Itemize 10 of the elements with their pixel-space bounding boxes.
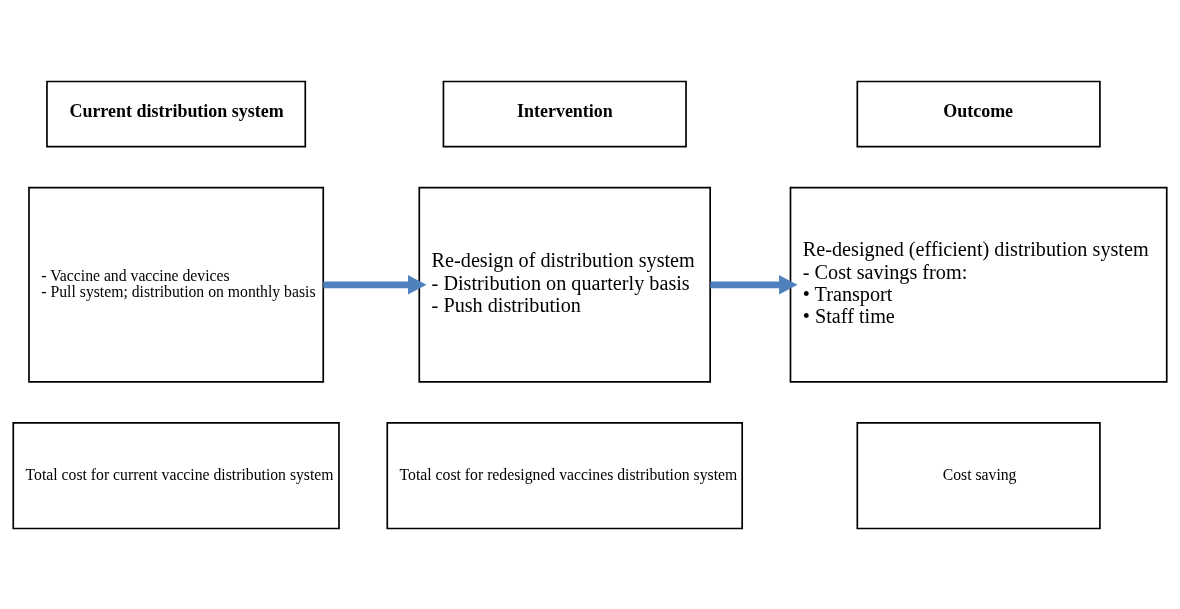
node-box: Cost saving <box>856 421 1101 529</box>
node-box: Re-designed (efficient) distribution system - Cost savings from: • Transport • Staff time <box>789 186 1168 383</box>
node-box: Current distribution system <box>46 80 307 147</box>
node-box: Re-design of distribution system - Distribution on quarterly basis - Push distribution <box>418 186 711 383</box>
node-box: Total cost for current vaccine distribution system <box>12 421 340 529</box>
node-box: - Vaccine and vaccine devices - Pull system; distribution on monthly basis <box>28 186 325 383</box>
node-box: Total cost for redesigned vaccines distribution system <box>386 421 744 529</box>
node-box: Outcome <box>856 80 1101 147</box>
node-box: Intervention <box>442 80 687 147</box>
arrow <box>710 274 798 294</box>
